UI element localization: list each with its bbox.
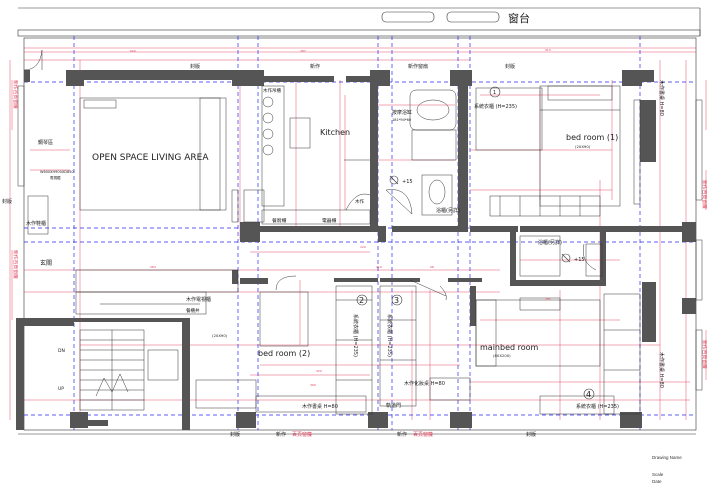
svg-text:419: 419 xyxy=(376,265,382,269)
bath-cabinet-1: 浴櫃(另詳) xyxy=(436,207,460,214)
svg-text:387: 387 xyxy=(300,49,306,53)
wood-desk-2-label: 木作書桌 H=80 xyxy=(658,352,665,388)
date-label: Date xyxy=(652,479,662,484)
new-window-top-label: 新作窗扇 xyxy=(408,63,428,70)
bathtub-label: 按摩浴缸 xyxy=(392,109,412,116)
balcony-label: 窗台 xyxy=(508,11,530,25)
wood-kitchen-label: 木作 xyxy=(355,198,364,205)
level-plus15-b: +15 xyxy=(574,257,585,263)
blind-bottom-1: 百頁窗簾 xyxy=(292,431,312,438)
seal-right-label: 封版 xyxy=(505,63,515,70)
bathtub-dim: 181*94*60 xyxy=(392,118,411,122)
dining-cabinet-label: 餐廚櫃 xyxy=(272,217,287,224)
svg-text:284: 284 xyxy=(150,265,156,269)
drawing-name-label: Drawing Name xyxy=(652,455,682,460)
walls xyxy=(16,70,696,430)
wardrobe-1-label: 系統衣櫃 (H=235) xyxy=(474,103,517,110)
dimension-numbers: 600 387 313 284 419 06 320 300 120 285 xyxy=(130,48,551,387)
bedroom-2-label: bed room (2) xyxy=(258,349,310,358)
new-bottom-1: 新作 xyxy=(276,431,286,438)
seal-bottom-2: 封版 xyxy=(526,431,536,438)
new-top-label: 新作 xyxy=(310,63,320,70)
new-blind-right-2: 新作百頁窗簾 xyxy=(701,340,708,369)
new-blind-right-1: 新作百頁窗簾 xyxy=(701,180,708,209)
wardrobe-4-label: 系統衣櫃 (H=235) xyxy=(576,403,619,410)
svg-text:600: 600 xyxy=(130,49,136,53)
stair-up-label: UP xyxy=(58,386,64,392)
circle-1-label: 1 xyxy=(493,90,496,96)
blind-bottom-2: 百頁窗簾 xyxy=(413,431,433,438)
circle-4-label: 4 xyxy=(586,390,591,399)
circle-3-label: 3 xyxy=(394,296,399,305)
piano-dim: W600XH900XD850 xyxy=(40,170,74,174)
wood-desk-1-label: 木作書桌 H=80 xyxy=(658,80,665,116)
kitchen-label: Kitchen xyxy=(320,128,350,137)
track-door-label: 軌道門 xyxy=(386,402,401,409)
level-markers xyxy=(356,86,595,400)
kitchen-cabinet-label: 木作吊櫃 xyxy=(263,87,281,94)
bedroom-2-dim: (20X90) xyxy=(212,333,228,338)
svg-text:120: 120 xyxy=(360,245,366,249)
master-bedroom-dim: (80X200) xyxy=(493,353,511,358)
wardrobe-2-label: 系統衣櫃 (H=235) xyxy=(352,314,359,357)
tv-cabinet-sub: 餐櫃井 xyxy=(186,307,200,314)
appliance-cabinet-label: 電器櫃 xyxy=(322,217,337,224)
svg-text:300: 300 xyxy=(310,383,316,387)
tv-cabinet-label: 木作電視櫃 xyxy=(186,296,211,303)
new-blind-left-2: 新作百頁窗簾 xyxy=(12,250,19,279)
seal-side-label: 封版 xyxy=(2,198,12,205)
living-area-label: OPEN SPACE LIVING AREA xyxy=(92,153,209,163)
svg-text:313: 313 xyxy=(545,48,551,52)
seal-left-label: 封版 xyxy=(190,63,200,70)
svg-text:06: 06 xyxy=(430,265,434,269)
piano-label: 鋼琴區 xyxy=(38,139,53,146)
master-bedroom-label: mainbed room xyxy=(480,343,539,352)
bath-cabinet-2: 浴櫃(另詳) xyxy=(538,239,562,246)
svg-text:320: 320 xyxy=(316,369,322,373)
scale-label: Scale xyxy=(652,472,664,477)
circle-2-label: 2 xyxy=(359,296,364,305)
fixtures xyxy=(17,49,703,415)
vanity-label: 木作化妝桌 H=80 xyxy=(404,380,445,387)
seal-bottom-1: 封版 xyxy=(230,431,240,438)
shoe-cabinet-label: 木作鞋櫃 xyxy=(26,220,46,227)
piano-sub: 電視櫃 xyxy=(50,175,61,180)
entry-label: 玄關 xyxy=(40,259,52,267)
wardrobe-3-label: 系統衣櫃 (H=235) xyxy=(386,314,393,357)
level-plus15-a: +15 xyxy=(402,179,413,185)
bedroom-1-dim: (20X90) xyxy=(575,144,591,149)
bedroom-1-label: bed room (1) xyxy=(566,133,618,142)
wood-desk-3-label: 木作書桌 H=80 xyxy=(302,403,338,410)
svg-text:285: 285 xyxy=(545,297,551,301)
new-blind-left-1: 新作百頁窗簾 xyxy=(12,80,19,109)
new-bottom-2: 新作 xyxy=(397,431,407,438)
stair-down-label: DN xyxy=(58,348,65,354)
